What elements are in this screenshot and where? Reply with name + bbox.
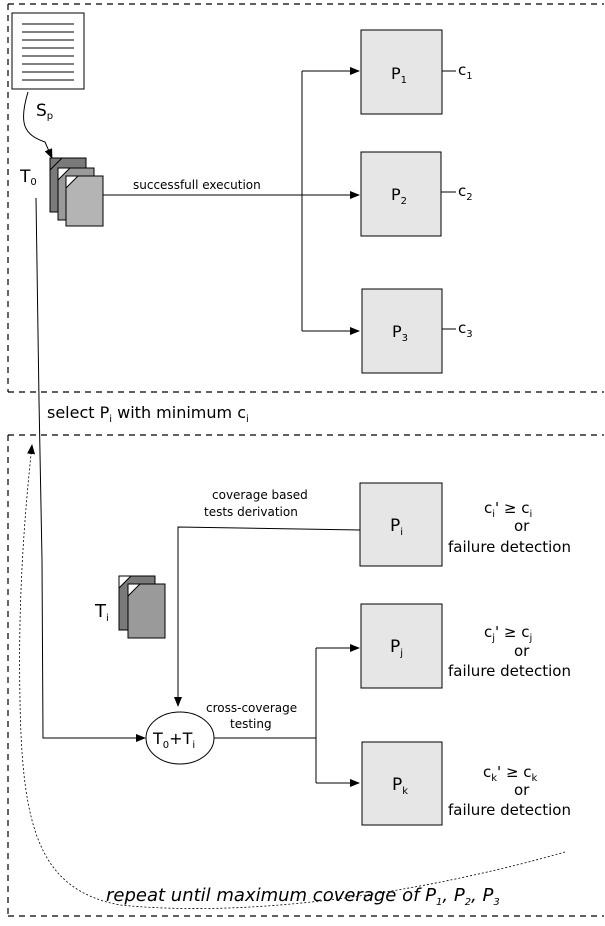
svg-text:ck' ≥ ck: ck' ≥ ck [483,763,538,784]
svg-text:or: or [514,781,530,799]
successful-execution-label: successfull execution [133,178,261,192]
program-box-pj: Pj [360,603,443,689]
program-box-p2: P2 [360,151,442,237]
svg-text:failure detection: failure detection [448,662,571,680]
top-region-frame [7,3,604,393]
svg-text:or: or [514,517,530,535]
combined-tests-node: T0+Ti [145,711,215,765]
selection-label: select Pi with minimum ci [47,403,249,425]
test-suite-t0-icon [49,157,104,227]
coverage-c2: c2 [458,182,473,203]
svg-text:or: or [514,642,530,660]
repeat-label: repeat until maximum coverage of P1, P2,… [106,885,500,908]
t0-feed-line [35,197,146,742]
repeat-loop-curve [19,444,566,909]
coverage-c3: c3 [458,319,473,340]
program-box-pk: Pk [361,741,443,826]
ti-label: Ti [94,601,109,624]
t0-label: T0 [19,167,37,188]
svg-text:failure detection: failure detection [448,538,571,556]
svg-text:T0+Ti: T0+Ti [152,729,195,751]
spec-label: Sp [36,101,53,122]
svg-text:Pk: Pk [392,775,408,797]
derivation-label-2: tests derivation [204,505,298,519]
condition-pj: cj' ≥ cj or failure detection [448,623,571,680]
svg-text:cj' ≥ cj: cj' ≥ cj [484,623,532,644]
svg-text:P3: P3 [392,322,408,344]
svg-text:ci' ≥ ci: ci' ≥ ci [484,499,532,520]
cross-coverage-label-2: testing [230,717,272,731]
condition-pk: ck' ≥ ck or failure detection [448,763,571,819]
derivation-edge [174,526,361,707]
svg-text:failure detection: failure detection [448,801,571,819]
spec-to-tests-arrow [23,91,53,159]
test-suite-ti-icon [118,575,166,639]
svg-text:Pj: Pj [390,637,403,659]
program-box-p3: P3 [361,288,443,374]
svg-text:P2: P2 [391,185,407,207]
coverage-c1: c1 [458,61,473,82]
specification-document-icon [11,12,85,90]
program-box-pi: Pi [359,482,443,567]
program-box-p1: P1 [360,29,443,115]
cross-coverage-label-1: cross-coverage [206,701,297,715]
bottom-region-frame [7,434,604,917]
condition-pi: ci' ≥ ci or failure detection [448,499,571,556]
svg-text:Pi: Pi [390,516,403,538]
derivation-label-1: coverage based [212,488,308,502]
svg-text:P1: P1 [391,64,407,86]
